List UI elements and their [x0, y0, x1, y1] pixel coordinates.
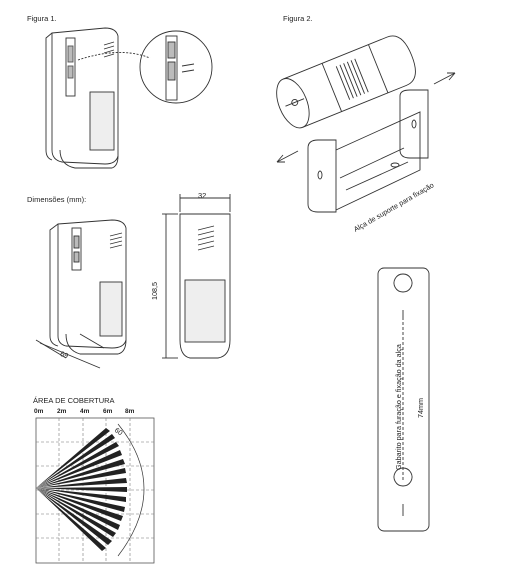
scale-tick-8m: 8m — [125, 408, 135, 415]
figure-2-label: Figura 2. — [283, 14, 313, 23]
template-plate — [377, 267, 430, 532]
figure-2-arrows — [276, 72, 456, 163]
scale-tick-4m: 4m — [80, 408, 90, 415]
dimensions-sensor-front — [162, 194, 231, 359]
scale-tick-2m: 2m — [57, 408, 67, 415]
scale-tick-6m: 6m — [103, 408, 113, 415]
dimensions-label: Dimensões (mm): — [27, 195, 87, 204]
coverage-label: ÁREA DE COBERTURA — [33, 396, 115, 405]
figure-1-label: Figura 1. — [27, 14, 57, 23]
dimensions-sensor-iso — [35, 219, 127, 369]
figure-2-bracket — [307, 89, 429, 213]
figure-1-sensor — [45, 27, 213, 169]
figure-2-sensor — [276, 35, 416, 129]
scale-tick-0m: 0m — [34, 408, 44, 415]
width-dimension: 32 — [198, 191, 207, 200]
coverage-beams — [36, 428, 127, 551]
